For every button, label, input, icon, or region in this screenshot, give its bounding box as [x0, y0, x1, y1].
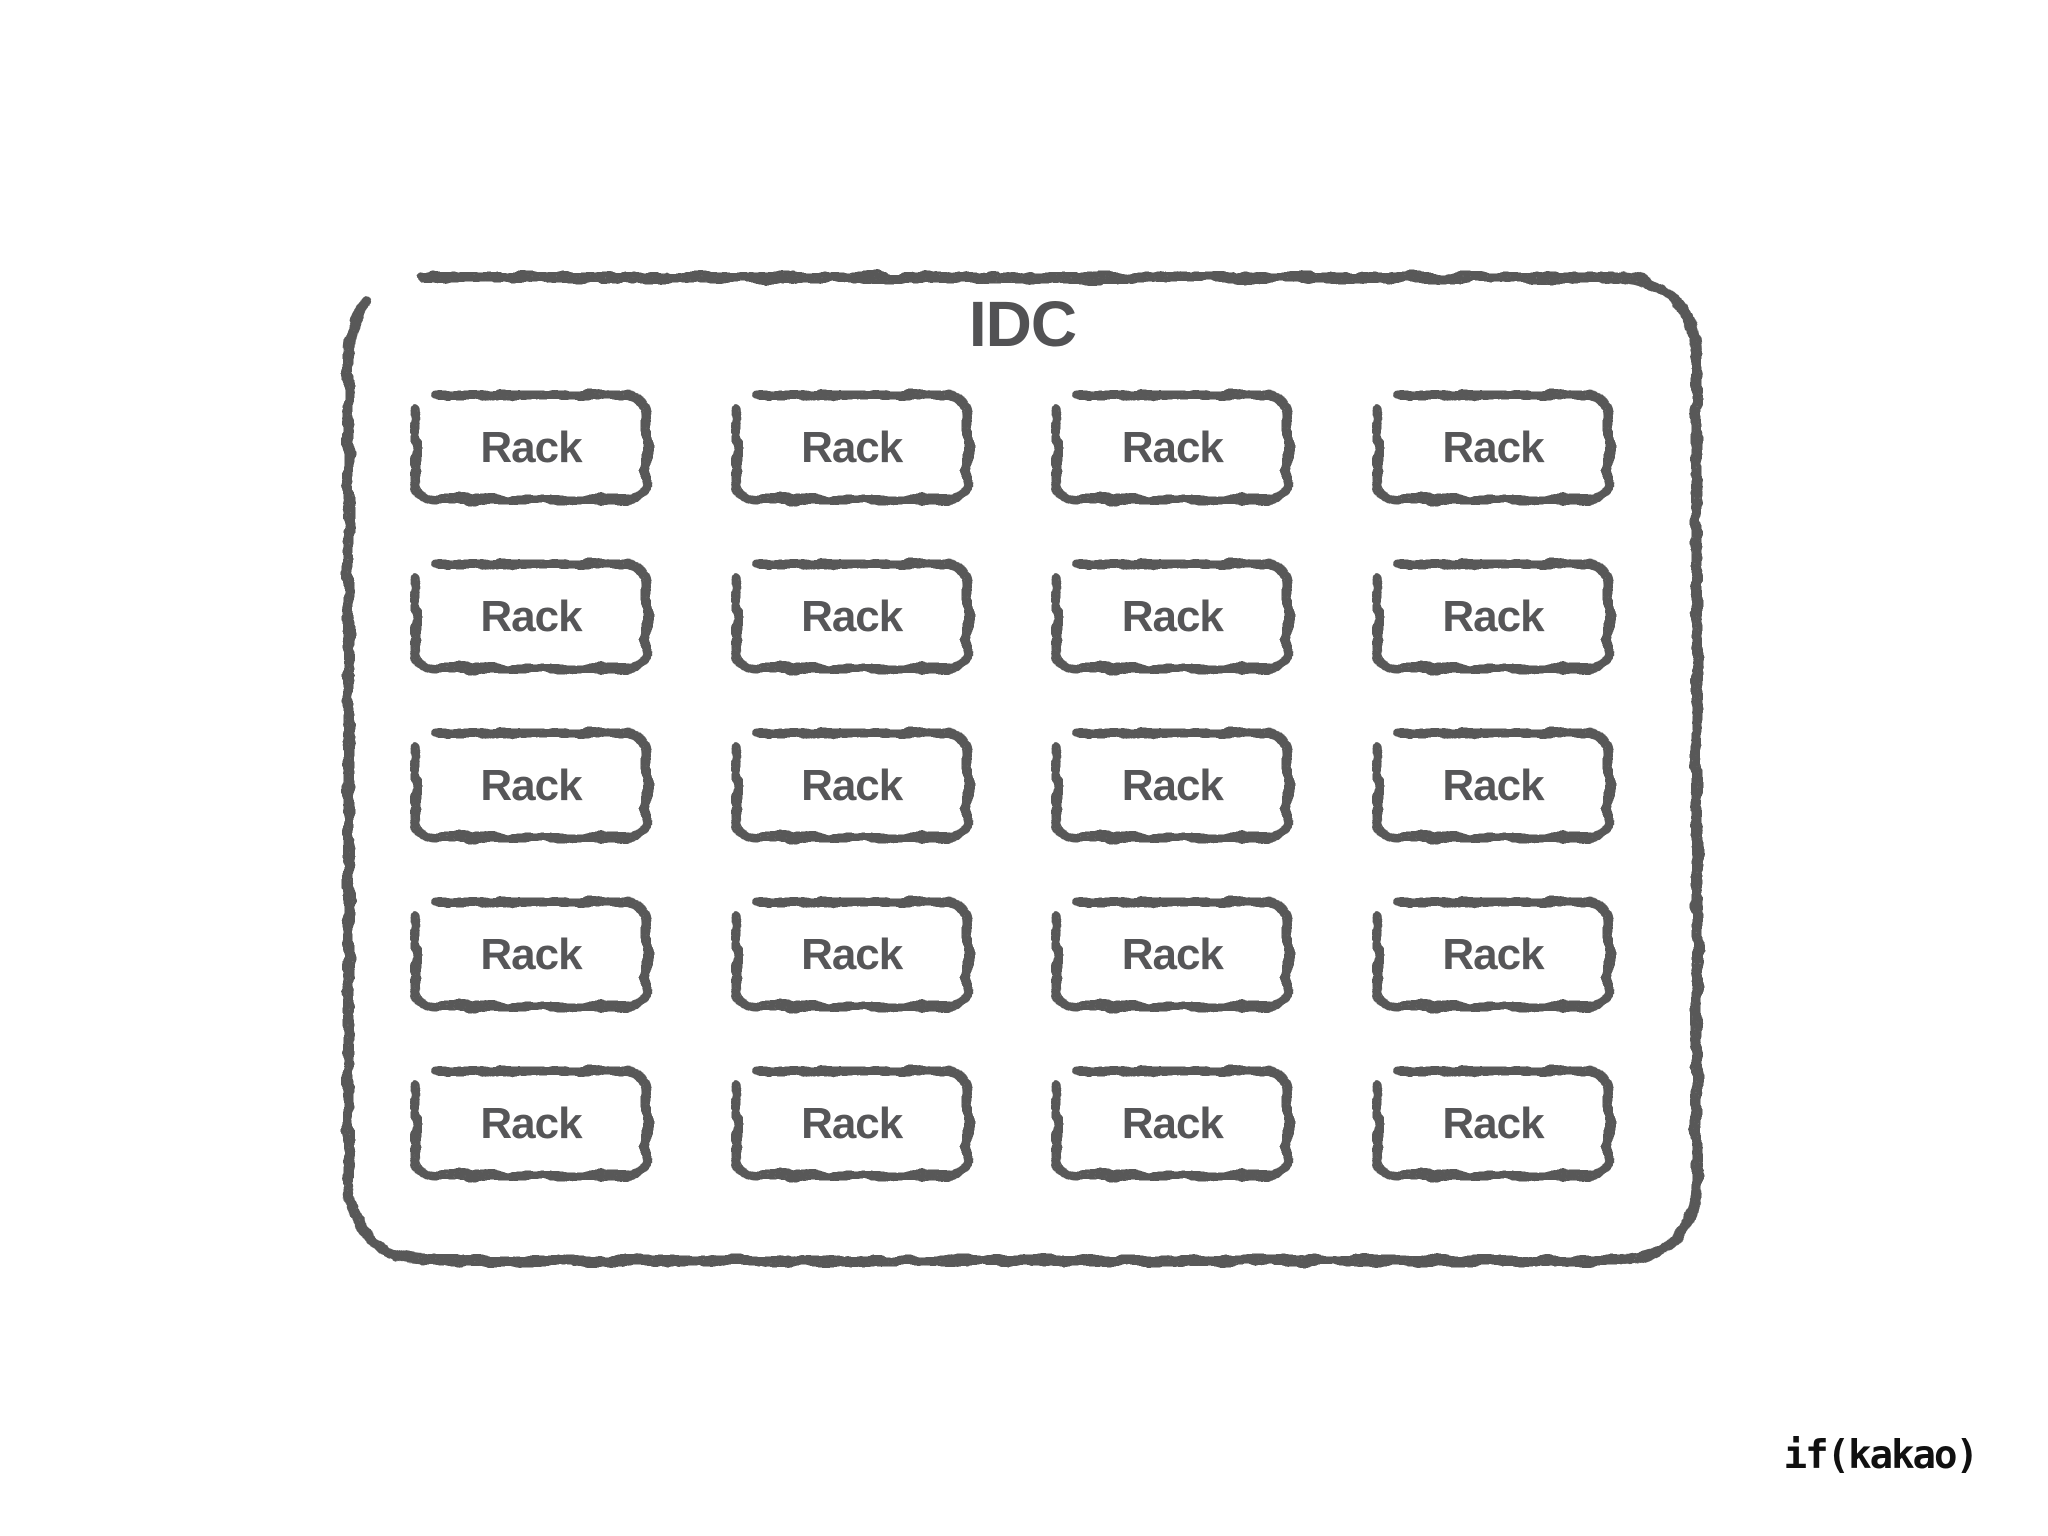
rack-label: Rack [801, 1098, 903, 1148]
rack-box: Rack [1051, 559, 1293, 674]
rack-box: Rack [731, 728, 973, 843]
rack-label: Rack [801, 591, 903, 641]
rack-label: Rack [1121, 591, 1224, 641]
rack-label: Rack [1442, 929, 1544, 979]
rack-box: Rack [1051, 897, 1293, 1012]
rack-box: Rack [1372, 728, 1614, 843]
idc-box: IDC Rack Rack Rack Rack Rack [343, 272, 1702, 1266]
rack-box: Rack [1372, 897, 1614, 1012]
rack-label: Rack [801, 929, 903, 979]
rack-box: Rack [1372, 559, 1614, 674]
rack-box: Rack [410, 728, 652, 843]
rack-label: Rack [801, 760, 903, 810]
rack-label: Rack [801, 422, 903, 472]
brand-watermark: if(kakao) [1783, 1433, 1979, 1478]
rack-box: Rack [410, 390, 652, 505]
rack-box: Rack [1051, 390, 1293, 505]
rack-box: Rack [410, 897, 652, 1012]
rack-label: Rack [1442, 422, 1544, 472]
rack-box: Rack [731, 390, 973, 505]
idc-title: IDC [968, 288, 1077, 360]
rack-label: Rack [1442, 591, 1544, 641]
rack-label: Rack [1121, 929, 1224, 979]
rack-label: Rack [1442, 1098, 1544, 1148]
rack-box: Rack [1372, 1066, 1614, 1181]
rack-label: Rack [1121, 1098, 1224, 1148]
rack-box: Rack [410, 559, 652, 674]
rack-box: Rack [731, 1066, 973, 1181]
rack-label: Rack [1442, 760, 1544, 810]
rack-box: Rack [731, 897, 973, 1012]
rack-box: Rack [1372, 390, 1614, 505]
rack-label: Rack [480, 1098, 582, 1148]
rack-label: Rack [480, 760, 582, 810]
rack-box: Rack [731, 559, 973, 674]
rack-label: Rack [480, 591, 582, 641]
rack-box: Rack [410, 1066, 652, 1181]
rack-label: Rack [1121, 422, 1224, 472]
rack-label: Rack [480, 422, 582, 472]
rack-grid: Rack Rack Rack Rack Rack Rack [343, 390, 1702, 1181]
rack-label: Rack [1121, 760, 1224, 810]
rack-box: Rack [1051, 1066, 1293, 1181]
rack-label: Rack [480, 929, 582, 979]
rack-box: Rack [1051, 728, 1293, 843]
